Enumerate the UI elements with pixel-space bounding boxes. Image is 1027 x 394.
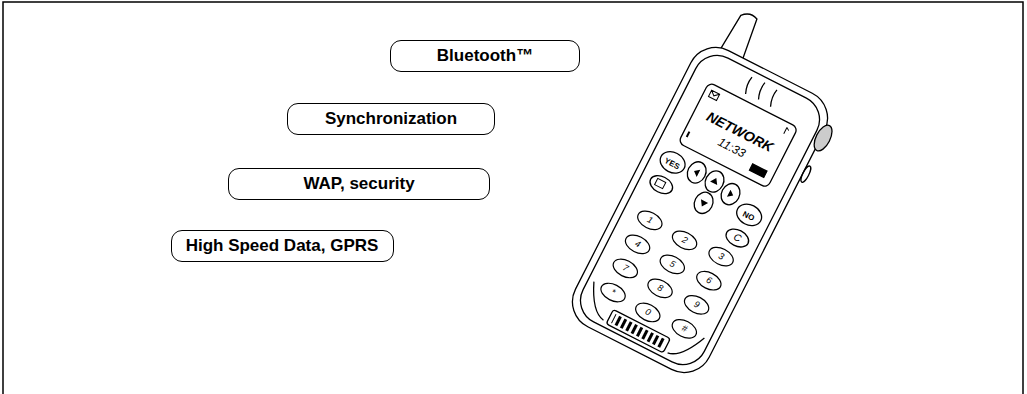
keypad-key — [598, 279, 628, 305]
feature-label: Bluetooth™ — [437, 46, 533, 66]
keypad-key — [635, 207, 665, 233]
feature-label: WAP, security — [303, 174, 414, 194]
battery-icon — [749, 164, 766, 178]
keypad-key — [645, 275, 675, 301]
side-button — [810, 122, 835, 153]
envelope-icon — [708, 90, 719, 100]
phonebook-key — [647, 172, 676, 197]
keypad-key — [669, 227, 699, 253]
keypad-key — [694, 268, 724, 294]
keypad-key — [657, 251, 687, 277]
phone-body — [563, 38, 837, 382]
feature-box: WAP, security — [228, 168, 490, 200]
yes-key — [657, 148, 689, 178]
feature-label: Synchronization — [325, 109, 457, 129]
keypad-key — [633, 299, 663, 325]
keypad-key — [681, 292, 711, 318]
feature-box: Bluetooth™ — [390, 40, 580, 72]
feature-label: High Speed Data, GPRS — [186, 236, 379, 256]
bottom-contour — [580, 282, 704, 365]
keypad-key — [669, 316, 699, 342]
arrow-marks — [681, 167, 737, 216]
no-key — [733, 200, 765, 230]
keypad — [597, 207, 736, 343]
keypad-key — [610, 255, 640, 281]
connector-housing — [606, 310, 670, 353]
keypad-key — [622, 231, 652, 257]
phone-outline — [563, 0, 865, 386]
frame-border — [3, 2, 1023, 394]
keypad-key — [706, 244, 736, 270]
side-key — [799, 165, 813, 184]
feature-box: High Speed Data, GPRS — [171, 230, 394, 262]
clear-key — [723, 225, 752, 250]
phone-bezel — [572, 47, 828, 372]
phonebook-icon — [655, 178, 666, 188]
note-icon — [784, 127, 790, 135]
feature-box: Synchronization — [287, 103, 495, 135]
signal-bar — [686, 131, 691, 137]
